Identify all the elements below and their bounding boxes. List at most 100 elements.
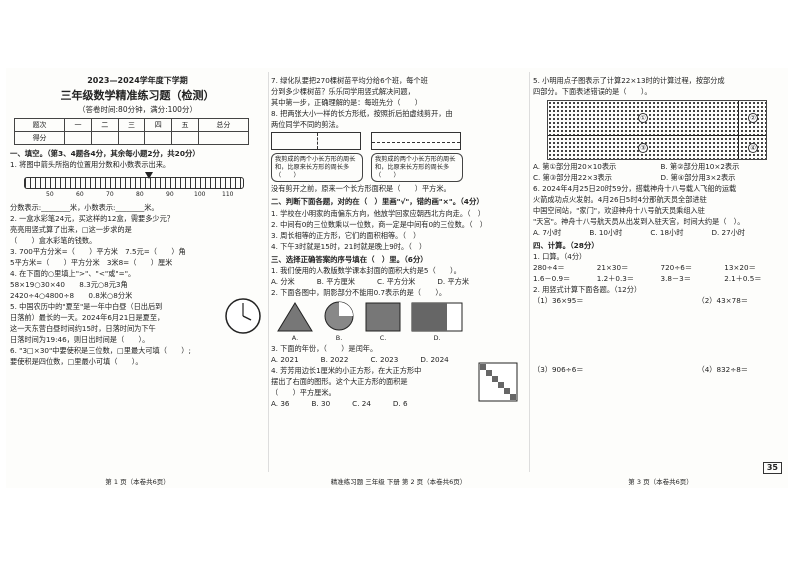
question-text: 8. 把两张大小一样的长方形纸，按照折后拍虚线剪开，由 bbox=[271, 109, 453, 118]
score-header: 题次 bbox=[13, 118, 66, 133]
oral-calc-grid: 280÷4＝ 21×30＝ 720÷6＝ 13×20＝ 1.6－0.9＝ 1.2… bbox=[533, 263, 788, 283]
triangle-figure bbox=[277, 301, 313, 332]
year-title: 2023—2024学年度下学期 bbox=[87, 76, 188, 85]
question-text: 5平方米=（ ）平方分米 3米8=（ ）厘米 bbox=[10, 258, 173, 268]
page-3: 5. 小明用点子图表示了计算22×13时的计算过程，按部分成 四部分。下面表述错… bbox=[533, 68, 788, 488]
score-cell[interactable] bbox=[144, 131, 173, 146]
option[interactable]: A. 2021 bbox=[271, 355, 299, 364]
exam-info: （答卷时间:80分钟，满分:100分） bbox=[78, 104, 197, 114]
circle-figure bbox=[324, 301, 354, 331]
clock-icon bbox=[225, 298, 261, 335]
question-text: 要使积是四位数，□里最小可填（ ）。 bbox=[10, 357, 143, 367]
score-cell[interactable] bbox=[197, 131, 250, 146]
score-cell[interactable] bbox=[90, 131, 119, 146]
staircase-figure bbox=[365, 302, 401, 332]
score-cell[interactable] bbox=[64, 131, 92, 146]
option[interactable]: A. 第①部分用20×10表示 bbox=[533, 162, 617, 171]
ruler-tick-label: 70 bbox=[106, 191, 114, 199]
option[interactable]: A. 分米 bbox=[271, 276, 295, 286]
option[interactable]: C. 18小时 bbox=[650, 228, 684, 237]
dot-array-figure: ① ② ③ ④ bbox=[547, 100, 767, 160]
option[interactable]: B. 2022 bbox=[320, 355, 349, 364]
vertical-calc: （1）36×95＝ bbox=[533, 296, 584, 306]
option[interactable]: C. 第③部分用22×3表示 bbox=[533, 173, 612, 182]
question-text: 摆出了右面的图形。这个大正方形的面积是 bbox=[271, 377, 408, 386]
score-table: 题次 一 二 三 四 五 总分 得分 bbox=[13, 118, 250, 146]
oral-item: 21×30＝ bbox=[596, 263, 629, 273]
ruler-tick-label: 90 bbox=[166, 191, 174, 199]
option[interactable]: D. 第④部分用3×2表示 bbox=[660, 173, 736, 182]
score-header: 四 bbox=[144, 118, 173, 133]
tape-measure-figure: 50 60 70 80 90 100 110 bbox=[24, 171, 265, 201]
option[interactable]: B. 第②部分用10×2表示 bbox=[660, 162, 740, 171]
section-4-title: 四、计算。（28分） bbox=[533, 241, 599, 250]
score-header: 五 bbox=[171, 118, 199, 133]
page-footer: 第 1 页（本卷共6页） bbox=[105, 477, 170, 486]
question-text: 没有剪开之前，原来一个长方形面积是（ ）平方米。 bbox=[271, 184, 451, 194]
question-text: 火箭成功点火发射。4月26日5时4分那航天员全部进驻 bbox=[533, 195, 707, 204]
oral-item: 720÷6＝ bbox=[660, 263, 693, 273]
question-text: 4. 在下面的○里填上">"、"<"或"="。 bbox=[10, 269, 136, 279]
tape-measure bbox=[24, 177, 244, 190]
oral-item: 280÷4＝ bbox=[533, 263, 565, 273]
judge-item: 1. 学校在小明家的南偏东方向，他放学回家应朝西北方向走。（ ） bbox=[271, 208, 485, 218]
part-label: ④ bbox=[748, 143, 758, 153]
score-cell[interactable] bbox=[117, 131, 146, 146]
exam-sheet: 2023—2024学年度下学期 三年级数学精准练习题（检测） （答卷时间:80分… bbox=[6, 68, 788, 488]
column-divider bbox=[529, 72, 530, 472]
option[interactable]: D. 平方米 bbox=[437, 276, 470, 286]
page-footer: 精准练习题 三年级 下册 第 2 页（本卷共6页） bbox=[330, 477, 467, 486]
option[interactable]: C. 2023 bbox=[370, 355, 399, 364]
question-text: 两位同学不同的剪法。 bbox=[271, 120, 343, 129]
question-text: 2. 一盒水彩笔24元，买这样的12盒，需要多少元？ bbox=[10, 214, 174, 224]
page-title: 三年级数学精准练习题（检测） bbox=[60, 89, 215, 102]
option[interactable]: B. 平方厘米 bbox=[316, 276, 356, 286]
part-label: ① bbox=[638, 113, 648, 123]
option[interactable]: D. 2024 bbox=[420, 355, 449, 364]
part-label: ② bbox=[748, 113, 758, 123]
question-text: 1. 我们使用的人教版数学课本封面的面积大约是5（ ）。 bbox=[271, 265, 461, 275]
score-header: 三 bbox=[117, 118, 146, 133]
oral-item: 1.6－0.9＝ bbox=[533, 274, 571, 284]
question-text: "天宫"。神舟十八号航天员从出发到入驻天宫，时间大约是（ ）。 bbox=[533, 217, 745, 226]
ruler-tick-label: 60 bbox=[76, 191, 84, 199]
option[interactable]: B. 30 bbox=[311, 399, 331, 408]
option[interactable]: B. 10小时 bbox=[589, 228, 623, 237]
score-header: 总分 bbox=[197, 118, 250, 133]
question-text: 四部分。下面表述错误的是（ ）。 bbox=[533, 87, 652, 96]
square-grid-figure bbox=[478, 362, 518, 402]
question-text: 其中第一步，正确理解的是：每班先分（ ） bbox=[271, 98, 422, 107]
option[interactable]: D. 6 bbox=[392, 399, 408, 408]
option[interactable]: C. 24 bbox=[352, 399, 371, 408]
speech-bubble: 我剪成的两个小长方形的周长和，比原来长方形的周长多（ ） bbox=[371, 153, 463, 183]
option[interactable]: C. 平方分米 bbox=[377, 276, 416, 286]
page-number: 35 bbox=[762, 462, 782, 474]
bar-figure bbox=[411, 302, 463, 332]
oral-item: 2.1＋0.5＝ bbox=[724, 274, 762, 284]
question-text: 这一天东营白昼时间约15时，日落时间为下午 bbox=[10, 324, 156, 334]
judge-item: 3. 周长相等的正方形，它们的面积相等。（ ） bbox=[271, 230, 421, 240]
option[interactable]: A. 36 bbox=[271, 399, 290, 408]
question-text: 6. 2024年4月25日20时59分，搭载神舟十八号载人飞船的运载 bbox=[533, 184, 737, 193]
option[interactable]: D. 27小时 bbox=[711, 228, 746, 237]
score-cell[interactable] bbox=[171, 131, 199, 146]
vertical-calc: （3）906÷6＝ bbox=[533, 365, 584, 375]
answer-line[interactable]: 分数表示:________米，小数表示:________米。 bbox=[10, 203, 159, 213]
question-text: 日落前）最长的一天。2024年6月21日是夏至， bbox=[10, 313, 165, 323]
rectangle-figure bbox=[371, 132, 461, 150]
speech-bubble: 我剪成的两个小长方形的周长和，比原来长方形的周长多（ ） bbox=[271, 153, 363, 183]
question-text: 2. 下面各图中，阴影部分不能用0.7表示的是（ ）。 bbox=[271, 287, 447, 297]
question-text: 4. 芳芳用边长1厘米的小正方形，在大正方形中 bbox=[271, 366, 422, 375]
question-text: 1. 口算。（4分） bbox=[533, 252, 587, 262]
oral-item: 3.8－3＝ bbox=[660, 274, 691, 284]
page-footer: 第 3 页（本卷共6页） bbox=[628, 477, 693, 486]
question-text: 3. 下面的年份，（ ）是闰年。 bbox=[271, 344, 378, 353]
question-text: 日落时间为19:46，则日出时间是（ ）。 bbox=[10, 335, 150, 345]
option[interactable]: A. 7小时 bbox=[533, 228, 562, 237]
vertical-calc: （2）43×78＝ bbox=[697, 296, 748, 306]
question-text: （ ）平方厘米。 bbox=[271, 388, 336, 397]
score-header: 二 bbox=[90, 118, 119, 133]
judge-item: 4. 下午3时就是15时，21时就是晚上9时。（ ） bbox=[271, 241, 427, 251]
vertical-calc: （4）832÷8＝ bbox=[697, 365, 748, 375]
question-text: 5. 中国农历中的"夏至"是一年中白昼（日出后到 bbox=[10, 302, 163, 312]
